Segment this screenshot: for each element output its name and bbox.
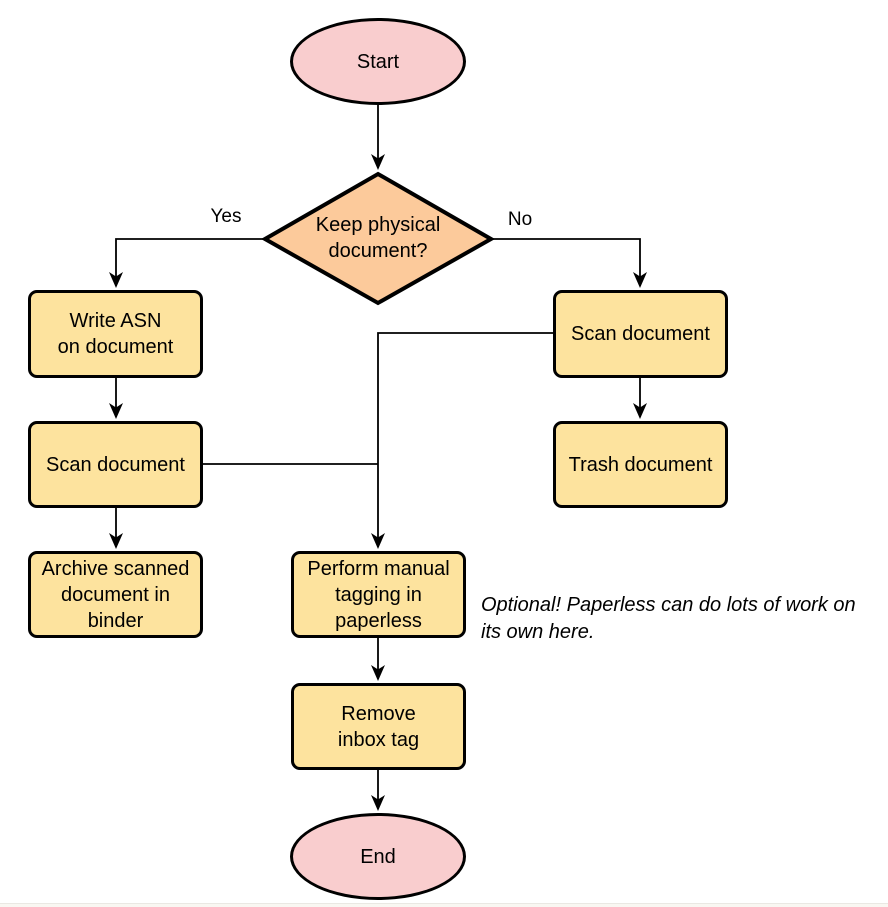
bottom-edge-strip [0, 903, 888, 907]
edge-scan-right-to-tagging [371, 332, 553, 549]
edge-label-no: No [507, 209, 533, 230]
decision-node-label: Keep physical document? [315, 214, 441, 262]
edge-decision-no-to-scan-right [493, 238, 647, 288]
remove-inbox-tag-process-node: Remove inbox tag [291, 683, 466, 770]
start-terminal-node: Start [290, 18, 466, 105]
edge-decision-yes-to-write-asn [109, 238, 263, 288]
manual-tagging-process-node: Perform manual tagging in paperless [291, 551, 466, 638]
end-terminal-node: End [290, 813, 466, 900]
archive-document-process-node: Archive scanned document in binder [28, 551, 203, 638]
decision-diamond-shape [260, 171, 496, 306]
optional-annotation-text: Optional! Paperless can do lots of work … [481, 594, 856, 643]
scan-document-right-process-node: Scan document [553, 290, 728, 378]
edge-label-yes: Yes [210, 206, 242, 227]
scan-document-left-process-node: Scan document [28, 421, 203, 508]
trash-document-process-node: Trash document [553, 421, 728, 508]
write-asn-process-node: Write ASN on document [28, 290, 203, 378]
